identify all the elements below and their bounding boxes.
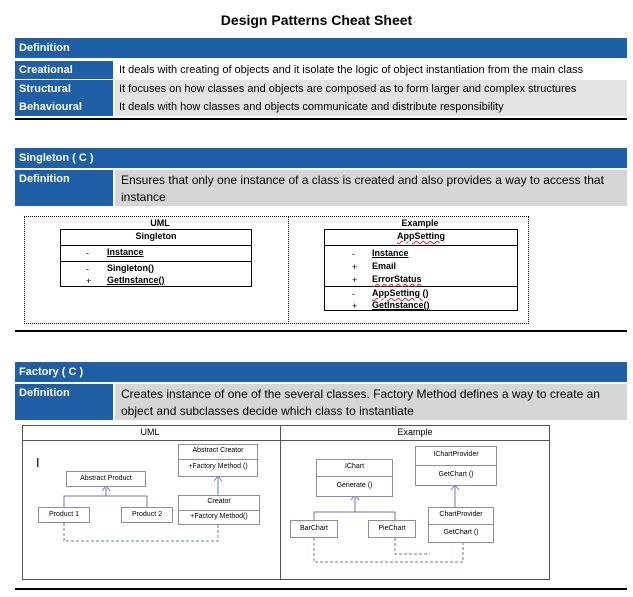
factory-diagram-title-row	[22, 440, 550, 441]
factory-diagram-frame	[22, 425, 550, 580]
singleton-uml-member-vis: -	[86, 264, 89, 274]
factory-definition-text: Creates instance of one of the several c…	[115, 384, 627, 420]
example-chartprovider-name: ChartProvider	[439, 511, 483, 518]
singleton-example-member: Email	[372, 261, 397, 271]
factory-definition-label: Definition	[15, 384, 113, 420]
uml-creator-method: +Factory Method()	[179, 510, 259, 520]
singleton-uml-member: Singleton()	[107, 263, 154, 273]
singleton-uml-member: Instance	[107, 247, 144, 257]
singleton-example-member-vis: -	[352, 249, 355, 259]
divider	[15, 588, 627, 590]
singleton-example-member-vis: +	[352, 275, 358, 285]
singleton-uml-class-box	[60, 229, 252, 287]
singleton-diagram-separator	[288, 216, 289, 324]
singleton-uml-member: GetInstance()	[107, 275, 165, 285]
uml-product-2: Product 2	[121, 507, 173, 523]
example-ichart-method: Generate ()	[336, 482, 373, 489]
uml-abstract-product: Abstract Product	[66, 471, 146, 487]
singleton-example-member: AppSetting ()	[372, 288, 429, 298]
divider	[15, 330, 627, 332]
singleton-uml-member-vis: +	[86, 276, 92, 286]
singleton-example-member-vis: -	[352, 289, 355, 299]
page-title: Design Patterns Cheat Sheet	[220, 12, 413, 28]
definition-header: Definition	[15, 38, 627, 58]
uml-abstract-creator-name: Abstract Creator	[179, 445, 257, 460]
factory-uml-title: UML	[140, 427, 160, 437]
row-behavioural-label: Behavioural	[15, 98, 113, 116]
factory-header: Factory ( C )	[15, 362, 627, 382]
uml-creator: Creator +Factory Method()	[178, 495, 260, 525]
singleton-diagram-frame	[24, 216, 529, 324]
singleton-uml-divider2	[60, 261, 252, 262]
singleton-definition-label: Definition	[15, 170, 113, 206]
example-ichart-name: IChart	[317, 460, 392, 477]
text-cursor-icon: I	[36, 455, 40, 470]
singleton-example-class-name: AppSetting	[397, 231, 445, 241]
example-ichartprovider-name: IChartProvider	[416, 447, 496, 466]
row-structural-text: It focuses on how classes and objects ar…	[115, 80, 627, 98]
factory-example-title: Example	[397, 427, 433, 437]
row-behavioural-text: It deals with how classes and objects co…	[115, 98, 627, 116]
singleton-example-member-vis: +	[352, 262, 358, 272]
example-chartprovider: ChartProvider GetChart ()	[428, 507, 494, 543]
uml-abstract-creator-method: +Factory Method ()	[188, 463, 248, 470]
singleton-header: Singleton ( C )	[15, 148, 627, 168]
singleton-example-class-box	[324, 229, 518, 311]
singleton-example-member: Instance	[372, 248, 409, 258]
uml-abstract-creator: Abstract Creator +Factory Method ()	[178, 444, 258, 477]
example-ichartprovider-method: GetChart ()	[438, 471, 474, 478]
singleton-definition-text: Ensures that only one instance of a clas…	[115, 170, 627, 206]
row-creational-text: It deals with creating of objects and it…	[115, 61, 627, 79]
singleton-uml-title: UML	[150, 218, 170, 228]
singleton-example-member-vis: +	[352, 301, 358, 311]
singleton-example-member: GetInstance()	[372, 300, 430, 310]
singleton-example-divider2	[324, 286, 518, 287]
singleton-example-title: Example	[401, 218, 439, 228]
uml-product-1: Product 1	[38, 507, 90, 523]
singleton-uml-divider	[60, 245, 252, 246]
example-ichartprovider: IChartProvider GetChart ()	[415, 446, 497, 486]
singleton-uml-class-name: Singleton	[135, 231, 177, 241]
singleton-uml-member-vis: -	[86, 248, 89, 258]
example-chartprovider-method: GetChart ()	[429, 524, 493, 536]
example-piechart: PieChart	[368, 520, 416, 538]
uml-creator-name: Creator	[207, 498, 231, 505]
singleton-example-divider	[324, 245, 518, 246]
example-ichart: IChart Generate ()	[316, 459, 393, 497]
example-barchart: BarChart	[290, 520, 338, 538]
factory-diagram-separator	[280, 425, 281, 580]
row-creational-label: Creational	[15, 61, 113, 79]
row-structural-label: Structural	[15, 80, 113, 98]
singleton-example-member: ErrorStatus	[372, 274, 422, 284]
divider	[15, 118, 627, 120]
